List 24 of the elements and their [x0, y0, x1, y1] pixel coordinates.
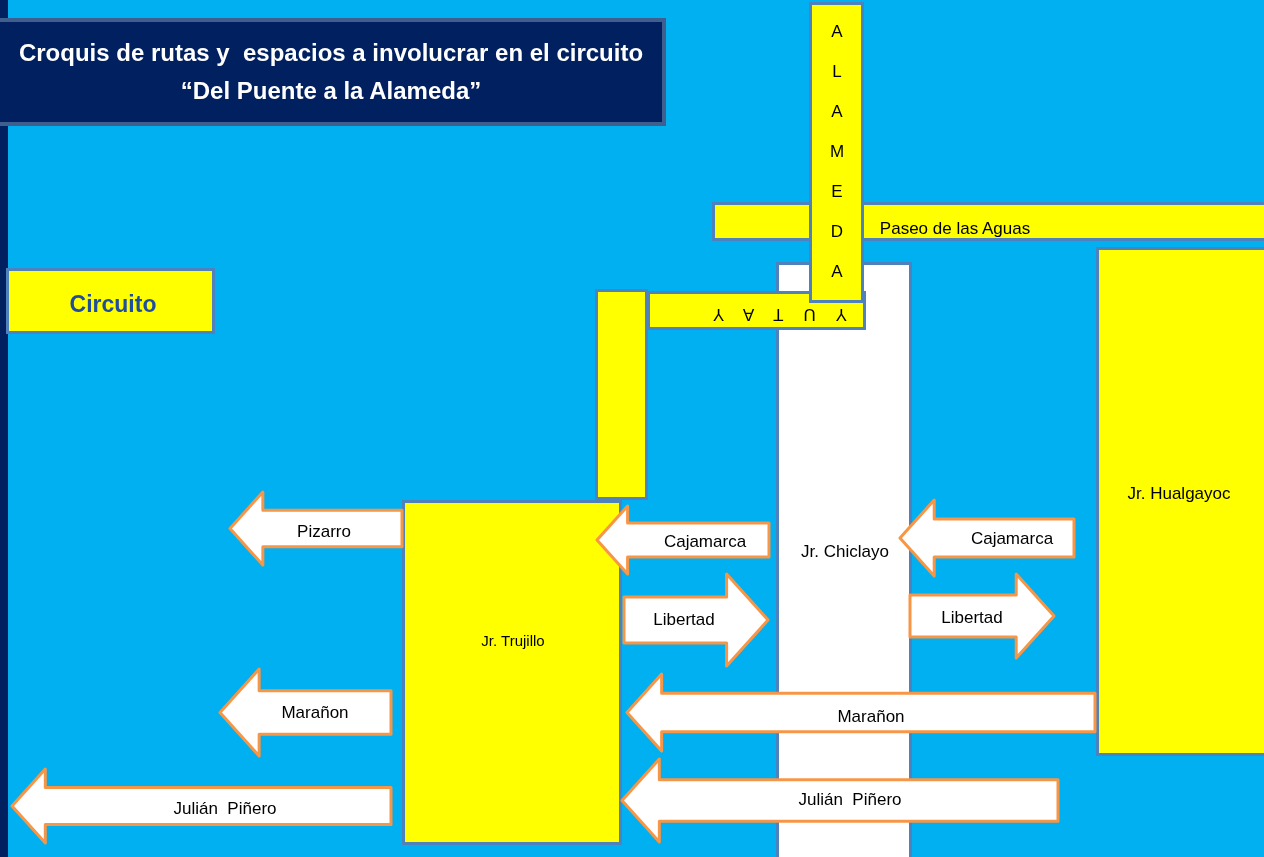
street-name: Marañon [281, 703, 349, 723]
street-name: Paseo de las Aguas [879, 219, 1031, 239]
street-name: Cajamarca [970, 529, 1054, 549]
street-name: ALAMEDA [829, 21, 845, 283]
street-name: YUTAY [692, 304, 848, 324]
street-name: Jr. Chiclayo [801, 542, 889, 562]
title-text: Croquis de rutas y espacios a involucrar en el circuito “Del Puente a la Alameda” [17, 38, 645, 106]
legend-box [6, 268, 215, 334]
street-name: Jr. Hualgayoc [1127, 484, 1231, 504]
street-block [402, 500, 622, 845]
street-block [712, 202, 1264, 241]
street-block [595, 289, 648, 500]
circuit-label: Circuito [69, 290, 157, 318]
street-name: Libertad [941, 608, 1003, 628]
street-name: Julián Piñero [173, 799, 277, 819]
street-block [1096, 247, 1264, 756]
street-name: Marañon [837, 707, 905, 727]
street-name: Libertad [653, 610, 715, 630]
street-name: Cajamarca [663, 532, 747, 552]
street-block [809, 2, 864, 303]
street-block [647, 291, 866, 330]
street-name: Pizarro [297, 522, 351, 542]
street-name: Julián Piñero [798, 790, 902, 810]
street-name: Jr. Trujillo [481, 631, 545, 649]
